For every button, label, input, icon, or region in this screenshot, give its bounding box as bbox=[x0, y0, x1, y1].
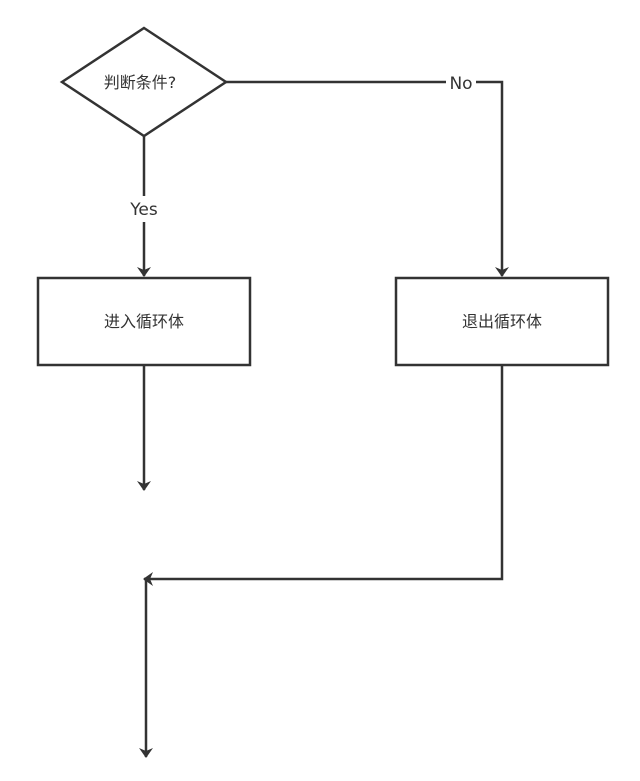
edge-exit-out[interactable] bbox=[143, 365, 504, 586]
enter-loop-node[interactable]: 进入循环体 bbox=[36, 276, 252, 367]
exit-loop-label: 退出循环体 bbox=[462, 312, 542, 331]
decision-node[interactable]: 判断条件? bbox=[59, 26, 229, 138]
edge-no-line bbox=[226, 80, 509, 277]
exit-loop-node[interactable]: 退出循环体 bbox=[394, 276, 610, 367]
edge-no-label: No bbox=[449, 74, 472, 94]
enter-loop-label: 进入循环体 bbox=[104, 312, 184, 331]
edge-yes-label: Yes bbox=[129, 200, 158, 220]
exit-loop-box bbox=[394, 276, 610, 367]
edge-exit-out-line bbox=[143, 365, 504, 586]
edge-yes[interactable]: Yes bbox=[129, 136, 158, 277]
edge-no[interactable]: No bbox=[226, 72, 509, 277]
edge-no-label-bg bbox=[446, 72, 476, 94]
decision-label: 判断条件? bbox=[104, 73, 177, 92]
enter-loop-box bbox=[36, 276, 252, 367]
